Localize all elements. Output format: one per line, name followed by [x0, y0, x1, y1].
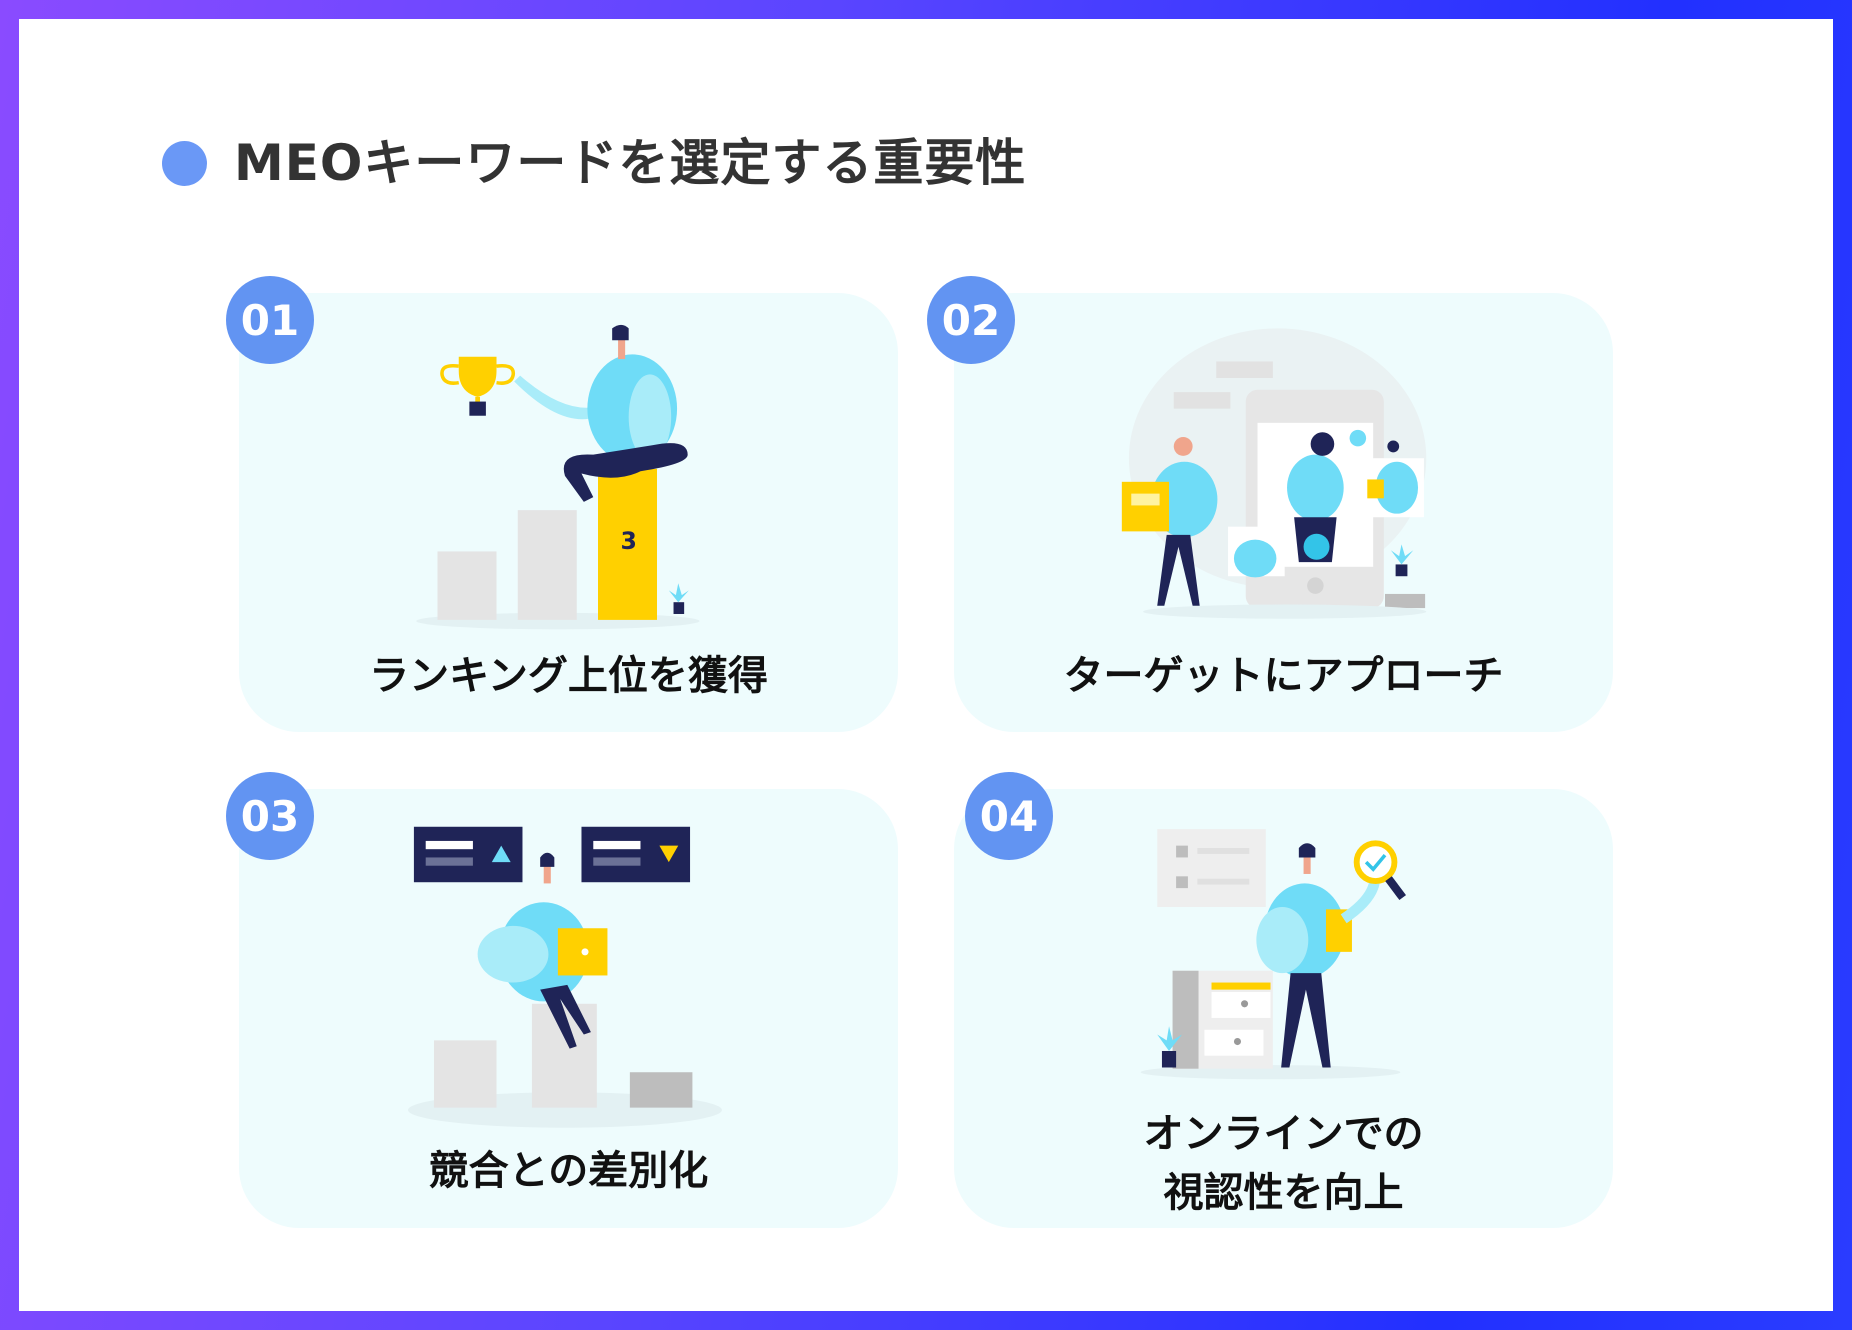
card-label-line-1: オンラインでの: [1143, 1111, 1424, 1157]
comparison-laptop-illustration: [408, 826, 722, 1128]
person-icon: [477, 852, 608, 1049]
person-icon: [1256, 843, 1381, 1068]
plant-icon: [1390, 544, 1414, 577]
search-checklist-illustration: [1140, 829, 1406, 1080]
person-icon: [1287, 429, 1367, 563]
card-differentiation: 03 競合との差別化: [226, 772, 898, 1228]
phone-call-icon: [1303, 533, 1330, 560]
person-icon: [1121, 436, 1218, 606]
people-phone-illustration: [1121, 328, 1427, 619]
card-label: ランキング上位を獲得: [369, 653, 768, 699]
plant-icon: [1157, 1026, 1183, 1068]
title-bullet-icon: [162, 141, 207, 186]
triangle-up-icon: [491, 845, 511, 863]
podium-bar: [517, 510, 577, 620]
podium-bar: [598, 468, 658, 620]
podium-bar: [437, 551, 497, 620]
person-icon: [514, 324, 688, 502]
podium-number: 3: [620, 527, 636, 555]
trophy-podium-illustration: 3: [416, 324, 700, 630]
card-label: ターゲットにアプローチ: [1063, 653, 1504, 699]
card-target: 02 ターゲットにアプローチ: [927, 276, 1613, 732]
card-label: 競合との差別化: [428, 1148, 709, 1194]
magnifier-icon: [1353, 840, 1406, 901]
page-title: MEOキーワードを選定する重要性: [234, 134, 1027, 192]
person-icon: [1228, 440, 1424, 578]
card-label-line-2: 視認性を向上: [1163, 1170, 1404, 1216]
step-badge-02: 02: [927, 276, 1015, 364]
card-ranking: 3 01 ランキング上位を獲得: [226, 276, 898, 732]
step-badge-01: 01: [226, 276, 314, 364]
step-badge-04: 04: [965, 772, 1053, 860]
trophy-icon: [440, 356, 516, 416]
card-visibility: 04 オンラインでの 視認性を向上: [954, 772, 1613, 1228]
rank-down-panel: [581, 826, 691, 883]
step-badge-03: 03: [226, 772, 314, 860]
checklist-icon: [1157, 829, 1266, 908]
plant-icon: [668, 583, 689, 614]
triangle-down-icon: [659, 845, 679, 863]
